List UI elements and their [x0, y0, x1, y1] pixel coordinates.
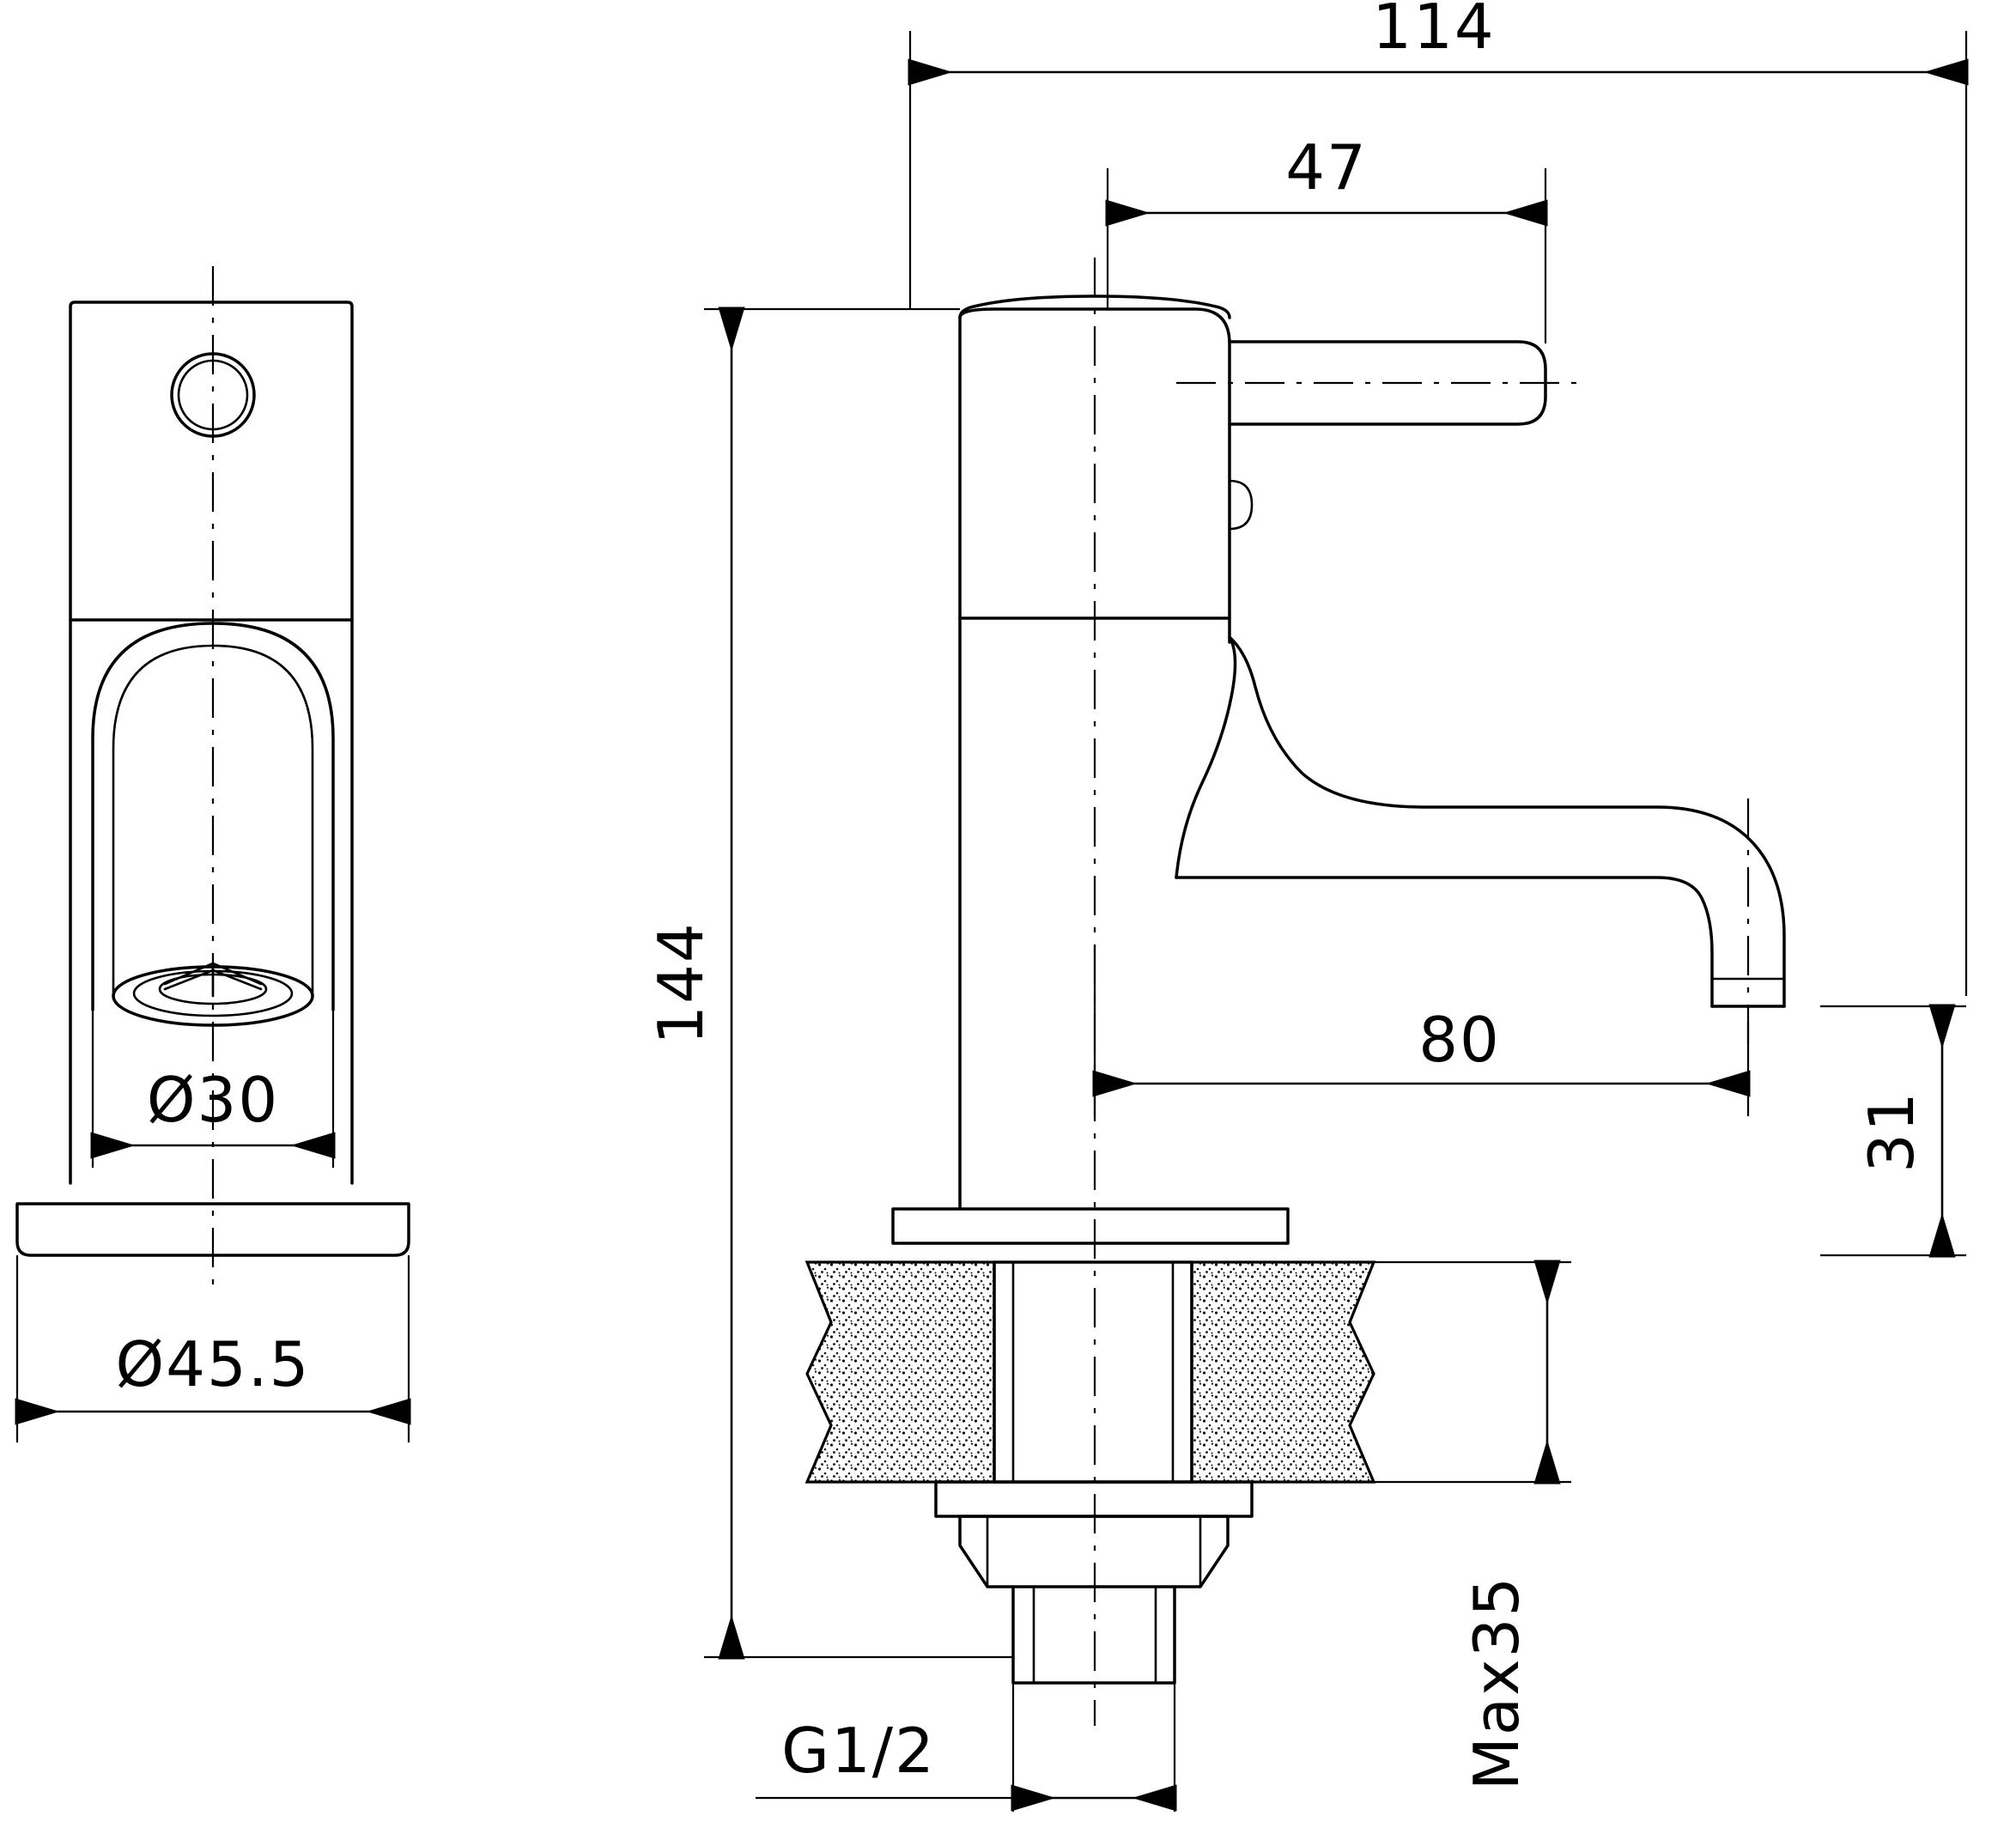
side-counter-left [805, 1260, 996, 1484]
side-handle-cap [958, 295, 1231, 319]
dim-label-body-diameter: Ø30 [147, 1064, 279, 1136]
side-lever-pivot [1228, 479, 1254, 531]
dim-label-max-deck-thickness: Max35 [1460, 1576, 1533, 1790]
front-handle-block [69, 301, 354, 622]
side-washer-plate [934, 1480, 1254, 1518]
side-counter-right [1190, 1260, 1376, 1484]
side-view [805, 258, 1786, 1726]
dim-label-base-diameter: Ø45.5 [116, 1328, 311, 1400]
dim-label-spout-height: 31 [1855, 1090, 1928, 1173]
front-base-flange [15, 1202, 410, 1257]
dim-label-thread-size: G1/2 [781, 1715, 936, 1787]
dim-label-overall-width: 114 [1372, 0, 1495, 63]
front-view: Ø30 Ø45.5 [15, 266, 411, 1442]
side-deck-flange [891, 1207, 1290, 1245]
side-shank-block [993, 1260, 1193, 1484]
dim-label-handle-offset: 47 [1285, 131, 1368, 203]
side-view-dimensions: 114 47 144 80 31 Max35 [645, 0, 1969, 1812]
dim-label-overall-height: 144 [645, 921, 717, 1044]
side-spout-outer [1228, 635, 1786, 1008]
dim-label-spout-reach: 80 [1418, 1004, 1501, 1076]
side-spout-throat [1175, 635, 1237, 879]
side-spout-inner [1175, 876, 1714, 1008]
